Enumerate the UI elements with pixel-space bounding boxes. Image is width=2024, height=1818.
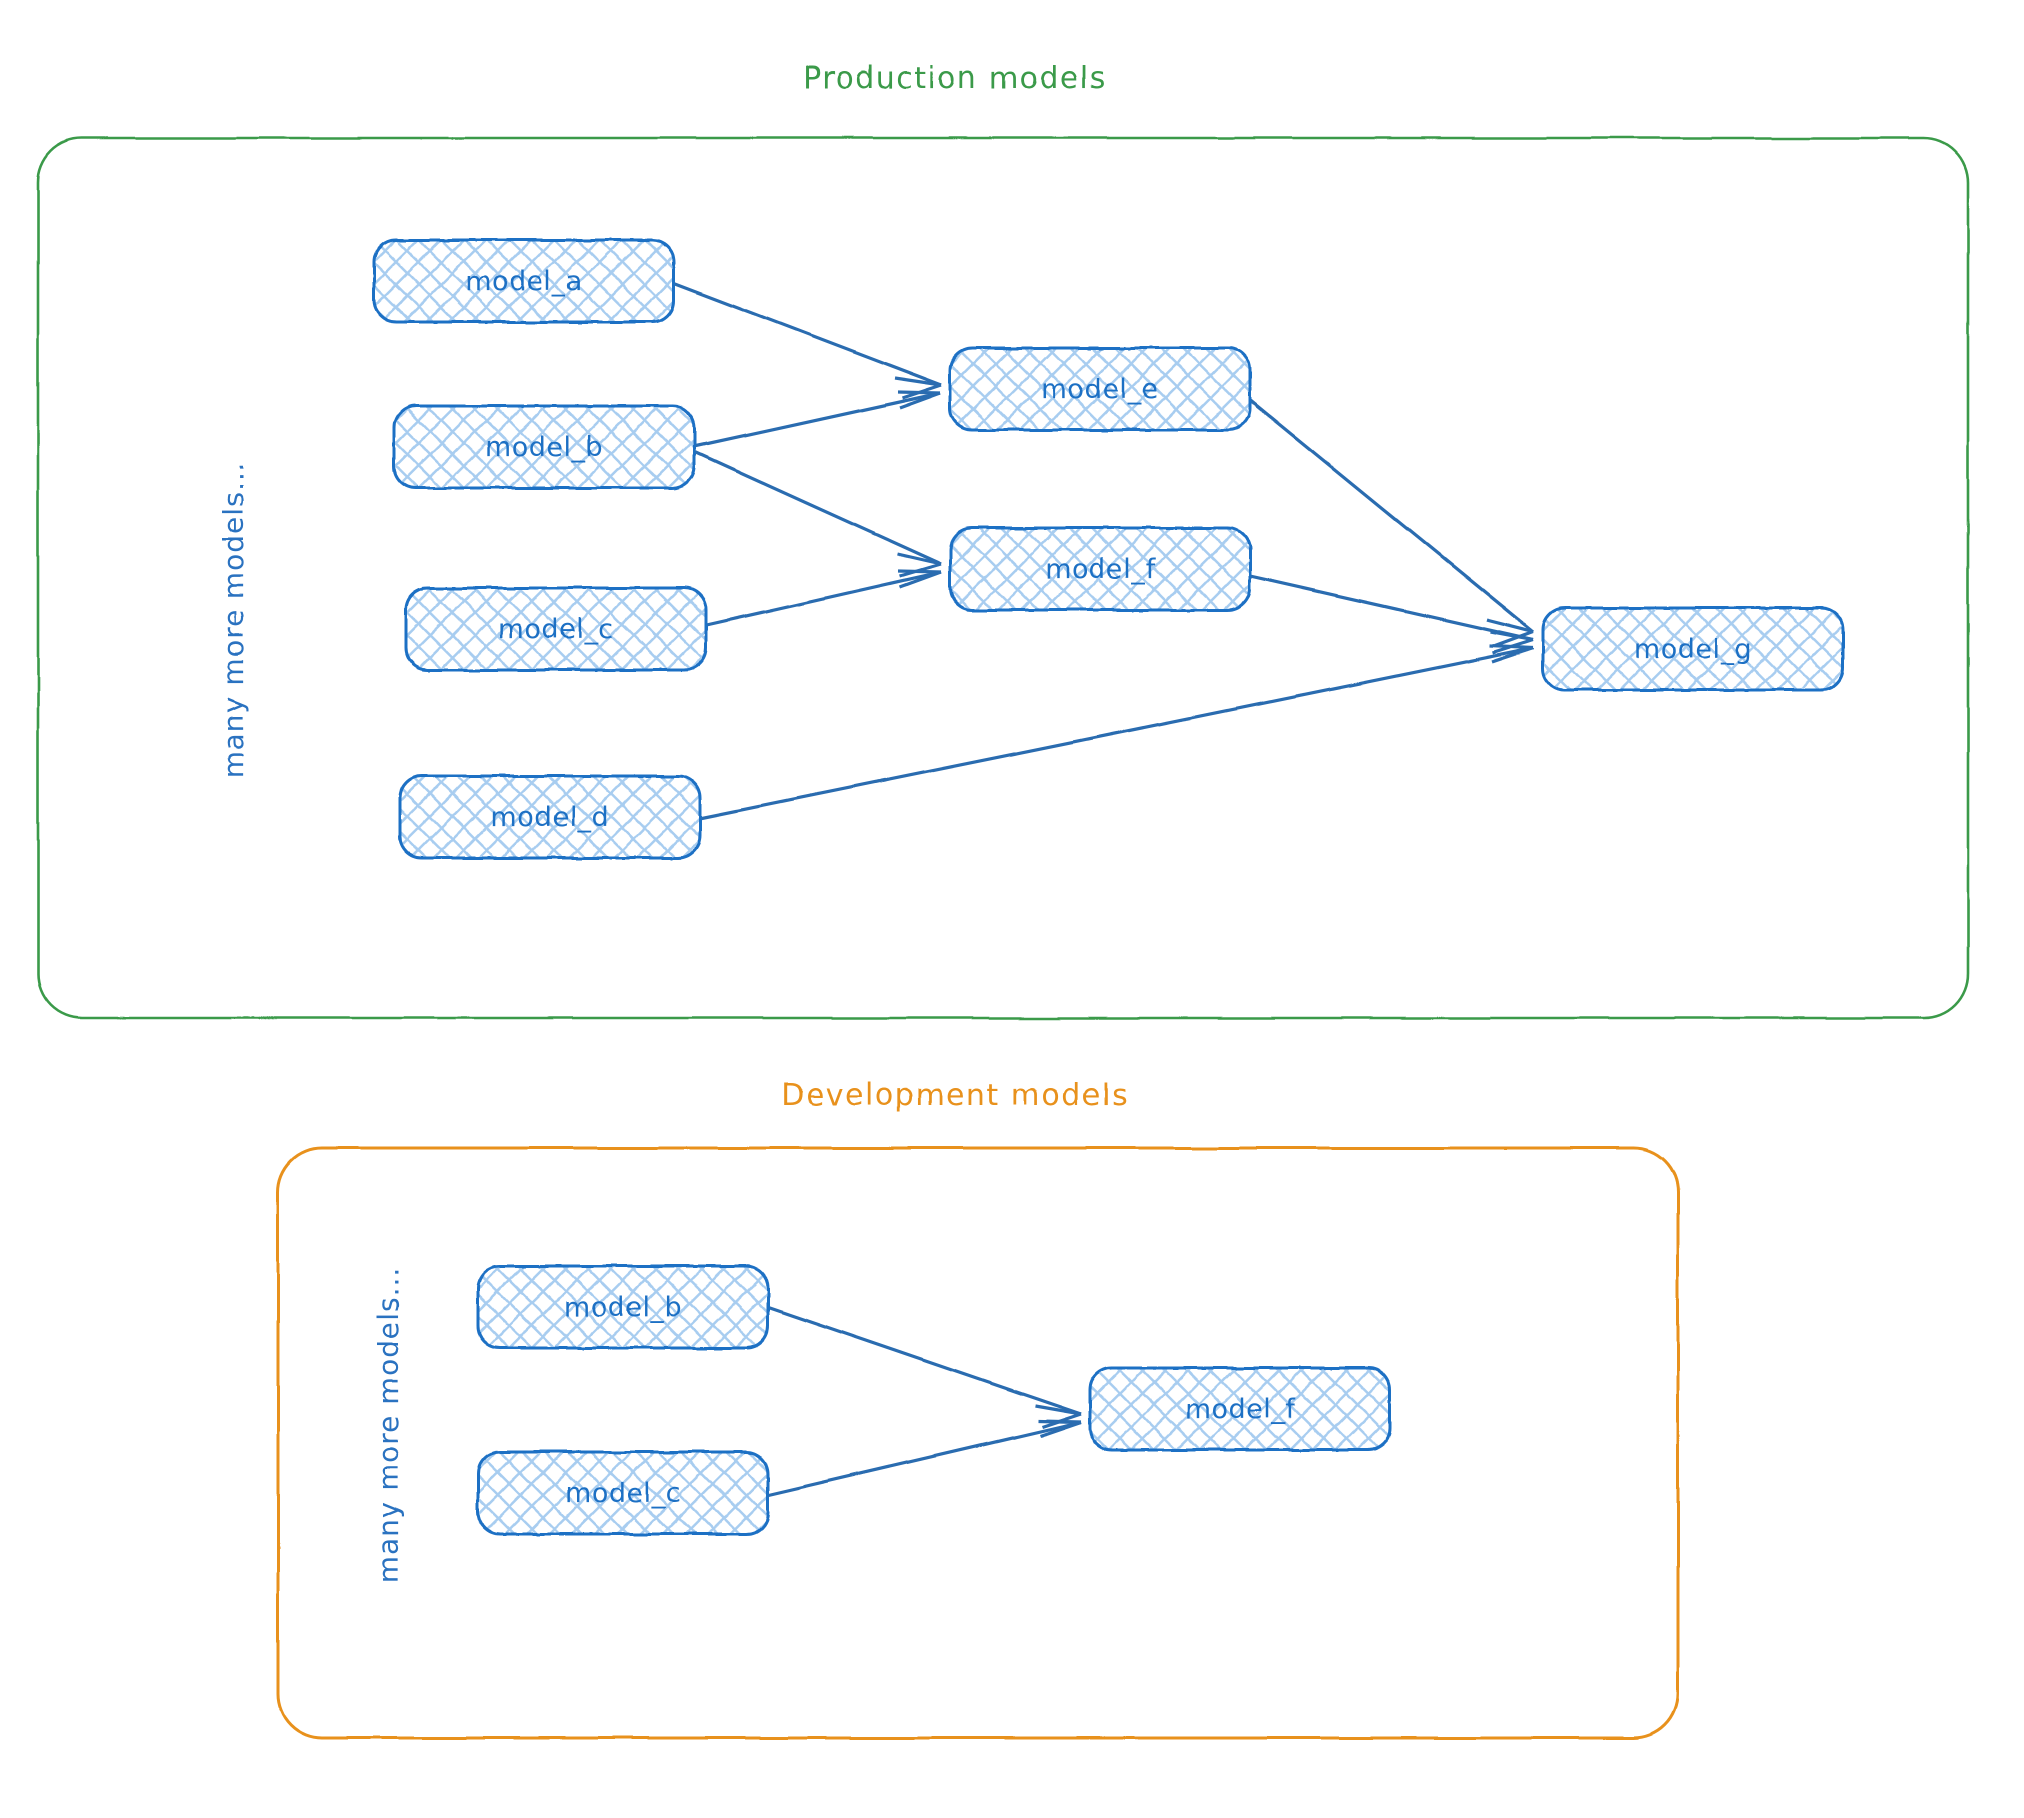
node-model-c-box[interactable] [404,586,708,672]
node-model-d-box[interactable] [398,774,702,860]
node-model-b[interactable]: model_b [392,404,696,490]
node-model-f-label: model_f [1045,554,1157,585]
development-side-label: many more models... [372,1267,405,1584]
node-dev-model-b[interactable]: model_b [476,1264,770,1350]
edge-model-c-to-model-f [705,569,942,627]
node-model-b-box[interactable] [392,404,696,490]
group-production: Production models many more models... [36,61,1970,1020]
node-model-a[interactable]: model_a [372,238,676,324]
edge-model-b-to-model-f [693,450,942,578]
node-dev-model-f[interactable]: model_f [1088,1366,1392,1452]
node-dev-model-c[interactable]: model_c [476,1450,770,1536]
node-model-f[interactable]: model_f [948,526,1252,612]
node-model-d[interactable]: model_d [398,774,702,860]
node-model-b-label: model_b [485,432,603,463]
group-development: Development models many more models... [276,1078,1680,1740]
node-model-c[interactable]: model_c [404,586,708,672]
development-group-title: Development models [781,1078,1129,1113]
node-dev-model-c-box[interactable] [476,1450,770,1536]
node-model-a-box[interactable] [372,238,676,324]
production-group-frame [36,136,1970,1020]
node-dev-model-f-label: model_f [1185,1394,1297,1425]
node-model-e-label: model_e [1041,374,1159,405]
production-side-label: many more models... [217,462,250,779]
node-dev-model-c-label: model_c [565,1478,681,1509]
node-model-g-box[interactable] [1541,606,1845,692]
edge-model-b-to-model-e [693,390,942,449]
production-edges [673,281,1536,820]
node-dev-model-f-box[interactable] [1088,1366,1392,1452]
production-group-title: Production models [803,61,1107,96]
node-model-a-label: model_a [465,266,583,297]
node-model-d-label: model_d [491,802,609,833]
node-model-e[interactable]: model_e [948,346,1252,432]
node-dev-model-b-box[interactable] [476,1264,770,1350]
node-model-c-label: model_c [498,614,614,645]
edge-model-a-to-model-e [673,281,943,400]
node-model-e-box[interactable] [948,346,1252,432]
edge-dev-model-b-to-model-f [767,1305,1082,1429]
development-group-frame [276,1146,1680,1740]
node-model-g-label: model_g [1634,634,1752,665]
development-edges [767,1305,1082,1497]
edge-model-e-to-model-g [1248,398,1536,648]
edge-dev-model-c-to-model-f [767,1419,1082,1497]
node-model-g[interactable]: model_g [1541,606,1845,692]
node-model-f-box[interactable] [948,526,1252,612]
node-dev-model-b-label: model_b [564,1292,682,1323]
edge-model-d-to-model-g [699,644,1535,820]
edge-model-f-to-model-g [1249,574,1535,655]
